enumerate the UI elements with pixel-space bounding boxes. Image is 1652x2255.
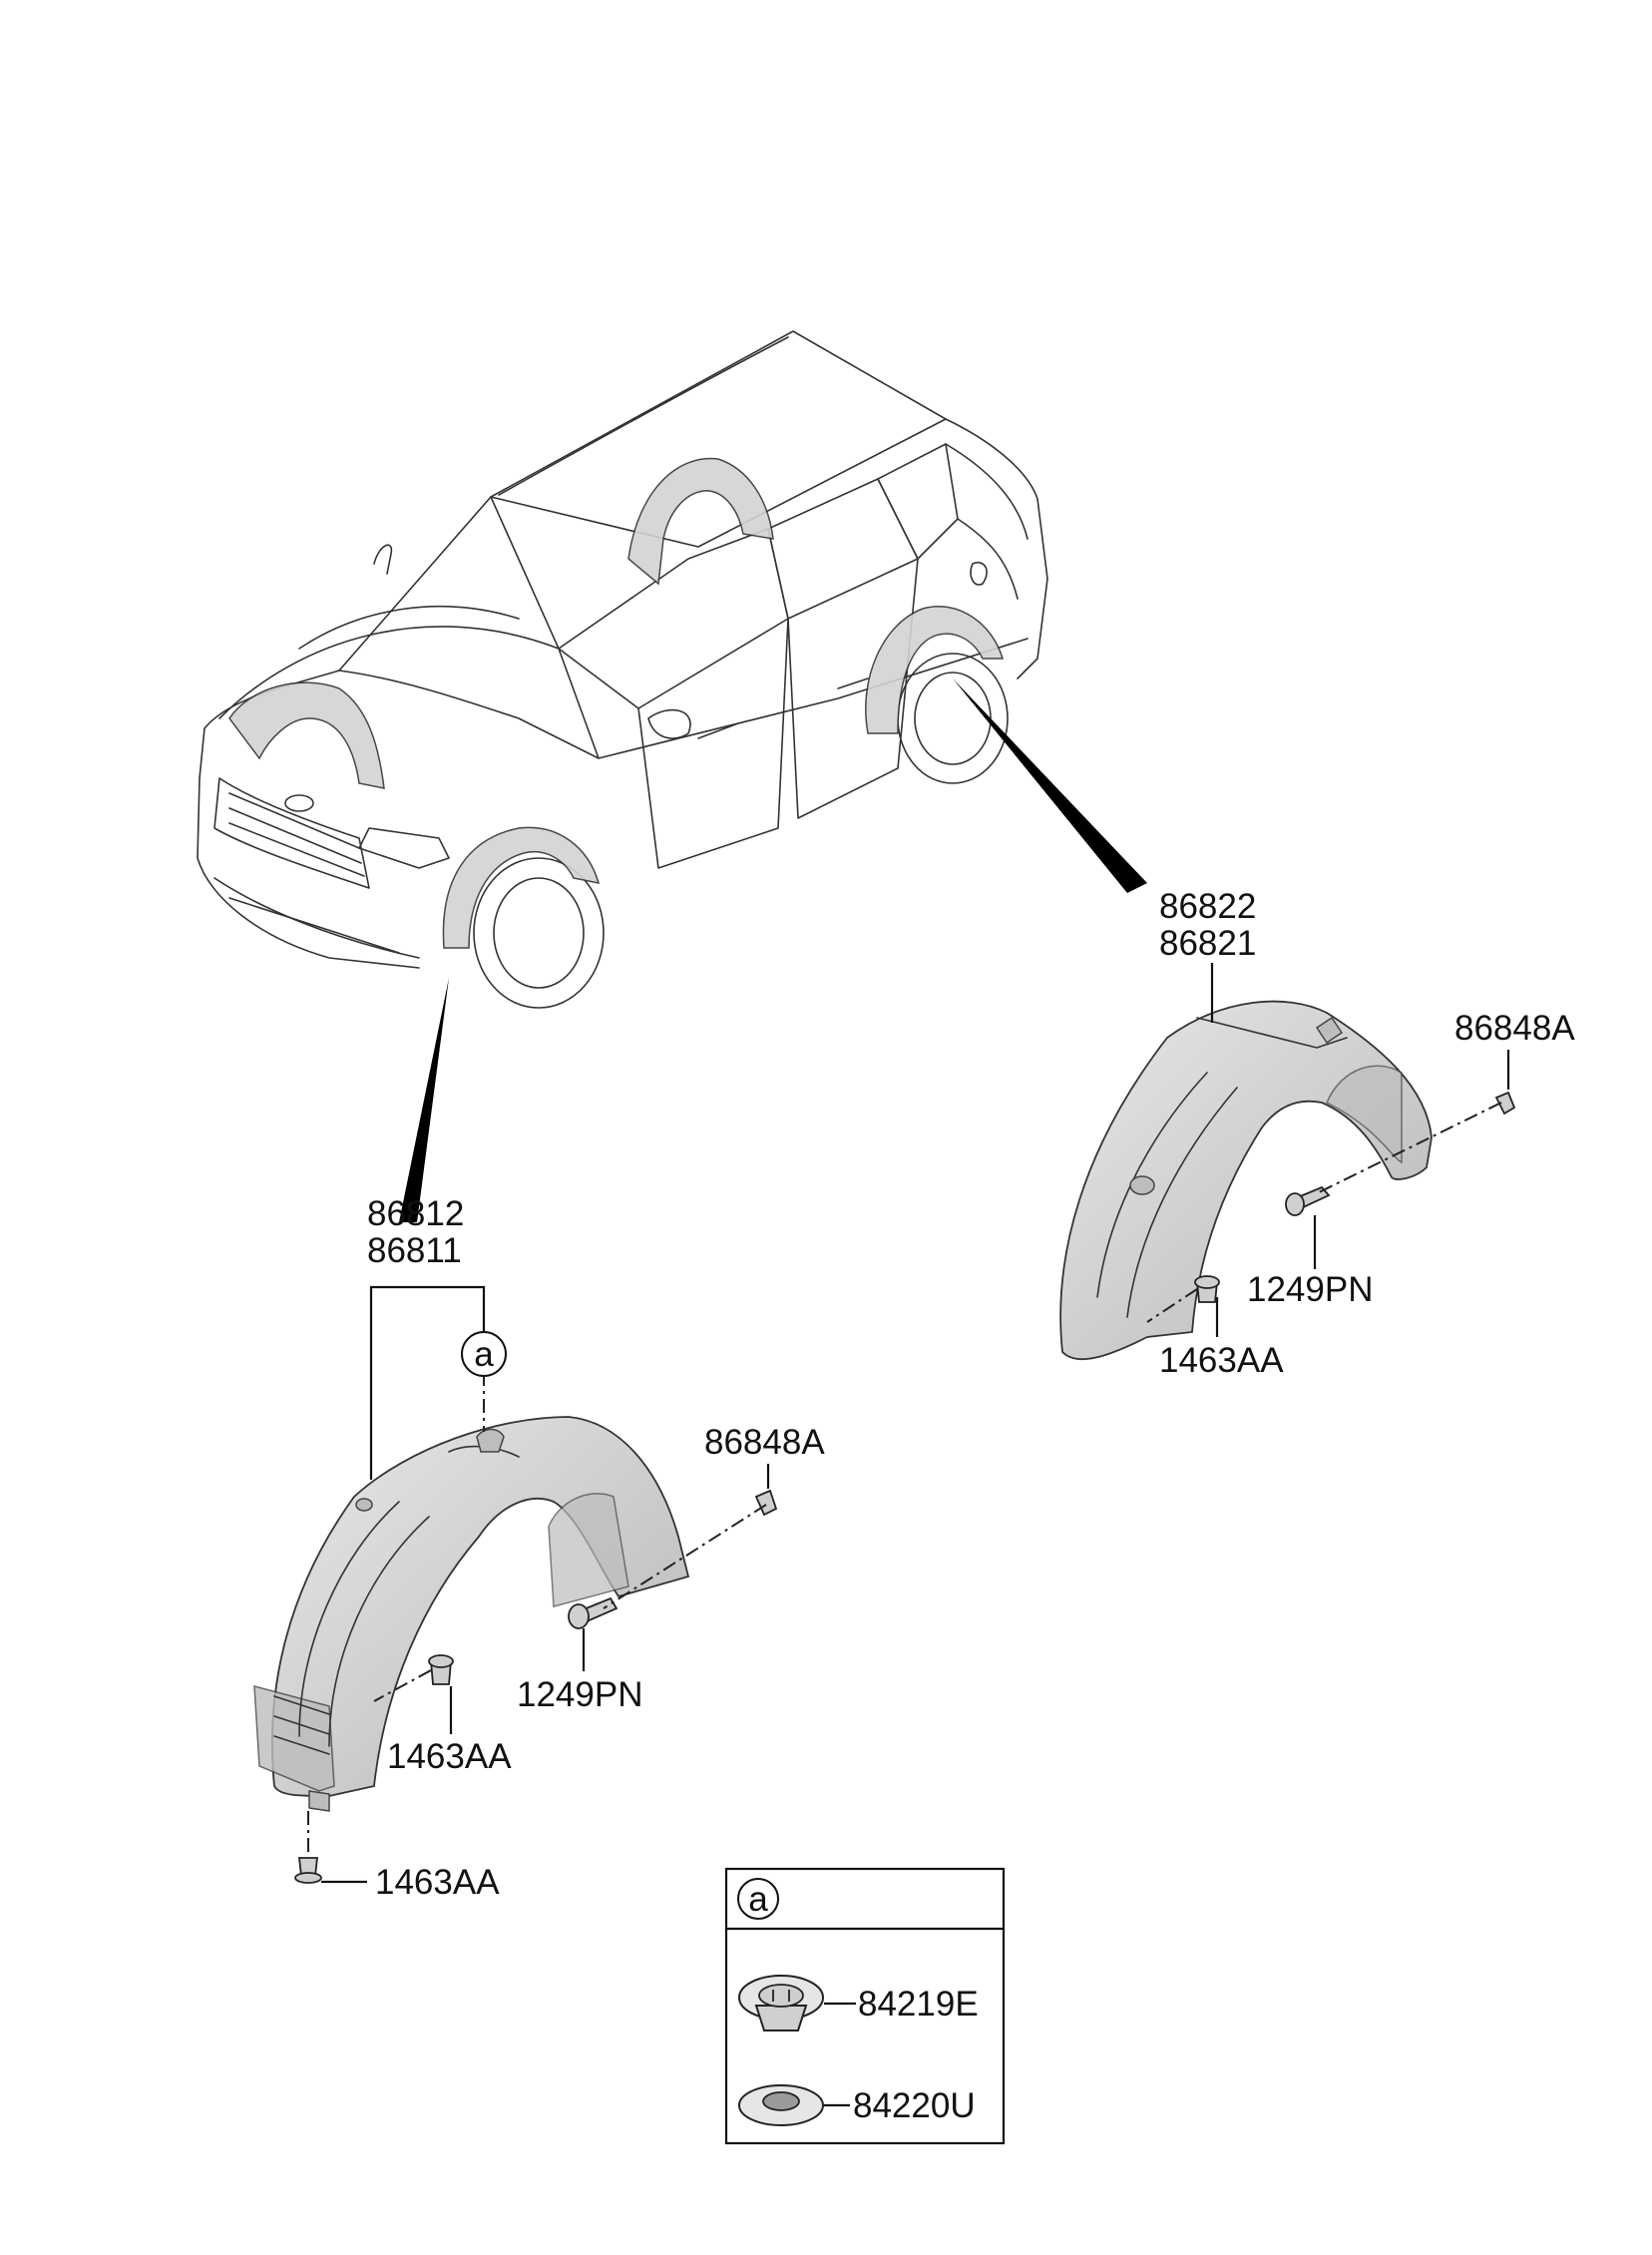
- callout-1463aa-rear: 1463AA: [1159, 1341, 1284, 1380]
- rear-clip-nut: [1494, 1091, 1516, 1116]
- car-rear-right-guard: [627, 457, 774, 586]
- callout-1249pn-front: 1249PN: [517, 1675, 642, 1714]
- front-leader-wedge: [399, 978, 449, 1222]
- callout-1463aa-front-side: 1463AA: [387, 1737, 512, 1776]
- front-screw: [568, 1596, 619, 1629]
- legend-a-label: a: [748, 1880, 768, 1919]
- front-bottom-push-clip: [294, 1857, 322, 1884]
- legend-84220u: 84220U: [853, 2086, 976, 2125]
- reference-a-label: a: [474, 1335, 494, 1374]
- rear-leader-wedge: [953, 678, 1147, 893]
- legend-a-marker: [737, 1878, 779, 1920]
- car-rear-left-guard: [865, 606, 1004, 734]
- callout-86822: 86822: [1159, 887, 1256, 926]
- reference-a-marker: [461, 1331, 507, 1377]
- callout-1249pn-rear: 1249PN: [1247, 1270, 1373, 1309]
- car-front-left-guard: [442, 826, 601, 949]
- callout-86848a-rear: 86848A: [1454, 1009, 1575, 1048]
- rear-screw: [1285, 1185, 1331, 1216]
- front-side-push-clip: [428, 1654, 454, 1685]
- callout-1463aa-front-bottom: 1463AA: [375, 1863, 500, 1902]
- detail-a-legend: a 84219E 84220U: [724, 1867, 1006, 2145]
- legend-84219e: 84219E: [858, 1985, 979, 2024]
- callout-86848a-front: 86848A: [704, 1423, 825, 1462]
- callout-86811: 86811: [367, 1231, 462, 1270]
- car-front-right-guard: [228, 681, 385, 789]
- front-clip-nut: [754, 1489, 778, 1517]
- clip-84219e-icon: [738, 1975, 824, 2031]
- rear-wheel-liner: [1059, 1000, 1433, 1361]
- rear-push-clip: [1194, 1275, 1220, 1303]
- vehicle-illustration: [197, 330, 1048, 1009]
- clip-84220u-icon: [738, 2084, 824, 2126]
- callout-86812: 86812: [367, 1194, 464, 1233]
- front-wheel-liner: [253, 1416, 690, 1812]
- callout-86821: 86821: [1159, 924, 1256, 963]
